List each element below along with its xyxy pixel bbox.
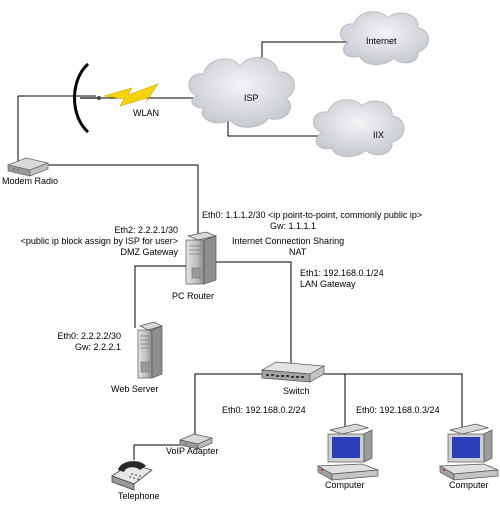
link-router-webserver <box>134 265 186 328</box>
wlan-lightning-icon <box>103 83 159 107</box>
router-eth2-address: Eth2: 2.2.2.1/30 <box>114 225 178 235</box>
link-switch-computer1 <box>322 373 346 428</box>
antenna-dish-icon <box>73 62 101 134</box>
router-nat-label: NAT <box>289 247 307 257</box>
link-isp-internet <box>261 41 355 62</box>
router-ics-label: Internet Connection Sharing <box>232 236 345 246</box>
router-eth0-gateway: Gw: 1.1.1.1 <box>270 221 317 231</box>
link-router-switch <box>212 261 292 366</box>
link-voip-telephone <box>133 444 184 460</box>
pc-router-label: PC Router <box>172 291 215 301</box>
link-modem-router <box>42 164 199 234</box>
voip-adapter-icon <box>178 433 214 450</box>
computer-1-label: Computer <box>325 480 365 490</box>
isp-cloud-label: ISP <box>244 93 259 103</box>
wlan-label: WLAN <box>133 108 160 118</box>
router-eth0-address: Eth0: 1.1.1.2/30 <ip point-to-point, com… <box>202 210 423 220</box>
router-eth2-role: DMZ Gateway <box>120 247 178 257</box>
cloud-internet <box>339 11 429 65</box>
modem-radio-icon <box>6 157 50 177</box>
link-switch-computer2 <box>322 373 463 430</box>
router-eth1-address: Eth1: 192.168.0.1/24 <box>300 268 384 278</box>
switch-label: Switch <box>283 386 310 396</box>
telephone-icon <box>111 461 153 491</box>
link-switch-voip <box>194 373 263 435</box>
link-isp-iix <box>227 118 320 137</box>
links <box>17 41 463 460</box>
router-eth2-note: <public ip block assign by ISP for user> <box>20 236 178 246</box>
pc-router-icon <box>185 231 218 285</box>
router-eth1-role: LAN Gateway <box>300 279 356 289</box>
computer-2-icon <box>438 423 499 481</box>
voip-eth0-address: Eth0: 192.168.0.2/24 <box>222 405 306 415</box>
computer-eth0-address: Eth0: 192.168.0.3/24 <box>356 405 440 415</box>
web-server-icon <box>137 321 163 379</box>
computer-2-label: Computer <box>449 480 489 490</box>
computer-1-icon <box>316 423 379 481</box>
switch-icon <box>260 361 326 383</box>
cloud-isp <box>188 57 295 128</box>
web-server-eth0-address: Eth0: 2.2.2.2/30 <box>57 331 121 341</box>
iix-cloud-label: IIX <box>373 130 385 140</box>
web-server-label: Web Server <box>111 384 159 394</box>
web-server-eth0-gateway: Gw: 2.2.2.1 <box>74 342 121 352</box>
internet-cloud-label: Internet <box>366 36 397 46</box>
telephone-label: Telephone <box>118 491 160 501</box>
voip-adapter-label: VoIP Adapter <box>166 446 219 456</box>
modem-radio-label: Modem Radio <box>2 176 59 186</box>
cloud-iix <box>313 99 405 157</box>
